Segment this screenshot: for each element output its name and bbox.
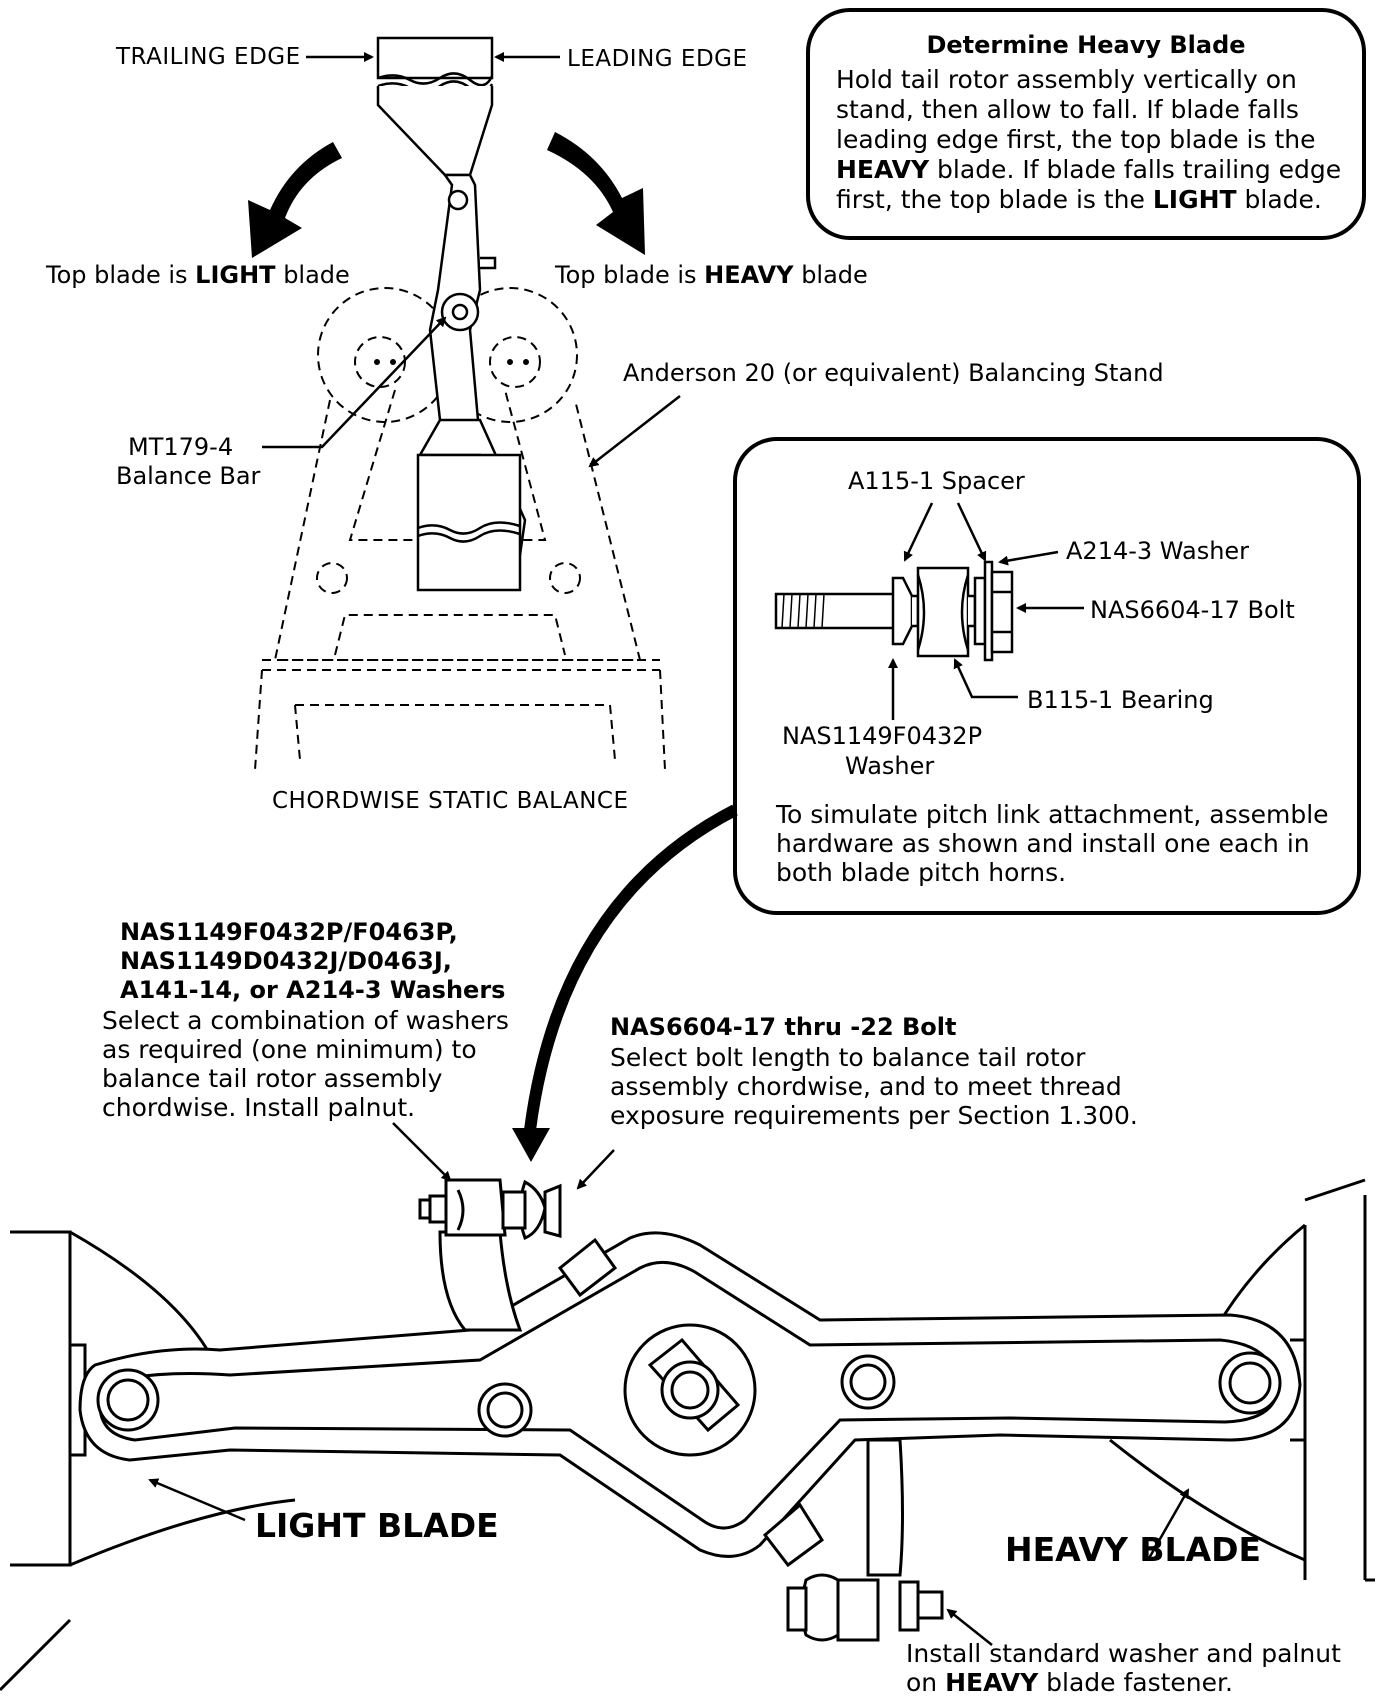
install-note-pre: on [906, 1668, 946, 1697]
heavy-box-line2: stand, then allow to fall. If blade fall… [836, 95, 1299, 124]
washers-title-line3: A141-14, or A214-3 Washers [120, 976, 506, 1004]
bolt-note-title: NAS6604-17 thru -22 Bolt [610, 1013, 957, 1041]
hardware-note-line1: To simulate pitch link attachment, assem… [776, 800, 1329, 829]
heavy-top-prefix: Top blade is [555, 261, 705, 289]
heavy-top-suffix: blade [793, 261, 868, 289]
light-top-prefix: Top blade is [46, 261, 196, 289]
trailing-edge-label: TRAILING EDGE [116, 44, 301, 70]
hardware-note-line3: both blade pitch horns. [776, 858, 1067, 887]
heavy-box-line3: leading edge first, the top blade is the [836, 125, 1316, 154]
washers-line3: balance tail rotor assembly [102, 1064, 443, 1093]
light-top-word: LIGHT [195, 261, 276, 289]
light-top-label: Top blade is LIGHT blade [46, 260, 350, 290]
heavy-box-line4-bold: HEAVY [836, 155, 930, 184]
nas-washer-label-line2: Washer [845, 752, 935, 780]
balance-bar-label-line2: Balance Bar [116, 462, 261, 490]
top-leader-lines [262, 52, 681, 468]
tail-rotor-assembly [0, 1178, 1375, 1692]
washers-line1: Select a combination of washers [102, 1006, 509, 1035]
install-note-bold: HEAVY [945, 1668, 1039, 1697]
leading-edge-label: LEADING EDGE [567, 46, 748, 72]
pitch-link-hardware-box [733, 437, 1361, 915]
heavy-box-title: Determine Heavy Blade [926, 31, 1246, 59]
heavy-box-line1: Hold tail rotor assembly vertically on [836, 65, 1297, 94]
bolt-label: NAS6604-17 Bolt [1090, 596, 1295, 624]
tail-rotor-vertical [376, 36, 527, 592]
heavy-blade-label: HEAVY BLADE [1005, 1530, 1262, 1569]
light-blade-label: LIGHT BLADE [255, 1506, 499, 1545]
falling-direction-arrows [248, 132, 645, 258]
heavy-box-line5-post: blade. [1236, 185, 1322, 214]
pitch-link-hardware [774, 560, 1014, 662]
connecting-arrow-head [512, 1128, 550, 1162]
balancing-stand [254, 287, 666, 771]
bearing-label: B115-1 Bearing [1027, 686, 1214, 714]
a214-washer-label: A214-3 Washer [1066, 537, 1250, 565]
determine-heavy-blade-box: Determine Heavy Blade Hold tail rotor as… [806, 8, 1366, 240]
washers-title-line1: NAS1149F0432P/F0463P, [120, 918, 458, 946]
heavy-box-line5-bold: LIGHT [1152, 185, 1237, 214]
heavy-box-line4: HEAVY blade. If blade falls trailing edg… [836, 155, 1341, 185]
balance-bar-label-line1: MT179-4 [128, 433, 234, 461]
bolt-note-line3: exposure requirements per Section 1.300. [610, 1101, 1138, 1130]
stand-label: Anderson 20 (or equivalent) Balancing St… [623, 359, 1164, 387]
install-note-line1: Install standard washer and palnut [906, 1639, 1341, 1668]
heavy-box-line5-pre: first, the top blade is the [836, 185, 1153, 214]
connecting-arrow [524, 804, 738, 1131]
heavy-top-word: HEAVY [704, 261, 794, 289]
stand-pivot-dots [374, 359, 529, 365]
install-note-post: blade fastener. [1038, 1668, 1233, 1697]
install-note-line2: on HEAVY blade fastener. [906, 1668, 1233, 1698]
nas-washer-label-line1: NAS1149F0432P [782, 722, 983, 750]
hardware-leader-lines [888, 502, 1084, 720]
chordwise-caption: CHORDWISE STATIC BALANCE [272, 788, 629, 814]
heavy-box-line5: first, the top blade is the LIGHT blade. [836, 185, 1322, 215]
bottom-leader-lines [148, 1122, 1190, 1646]
washers-title-line2: NAS1149D0432J/D0463J, [120, 947, 452, 975]
bolt-note-line1: Select bolt length to balance tail rotor [610, 1043, 1086, 1072]
heavy-box-line4-rest: blade. If blade falls trailing edge [929, 155, 1342, 184]
washers-line4: chordwise. Install palnut. [102, 1093, 416, 1122]
heavy-top-label: Top blade is HEAVY blade [555, 260, 868, 290]
washers-line2: as required (one minimum) to [102, 1035, 477, 1064]
hardware-note-line2: hardware as shown and install one each i… [776, 829, 1310, 858]
spacer-label: A115-1 Spacer [848, 467, 1025, 495]
light-top-suffix: blade [275, 261, 350, 289]
bolt-note-line2: assembly chordwise, and to meet thread [610, 1072, 1122, 1101]
